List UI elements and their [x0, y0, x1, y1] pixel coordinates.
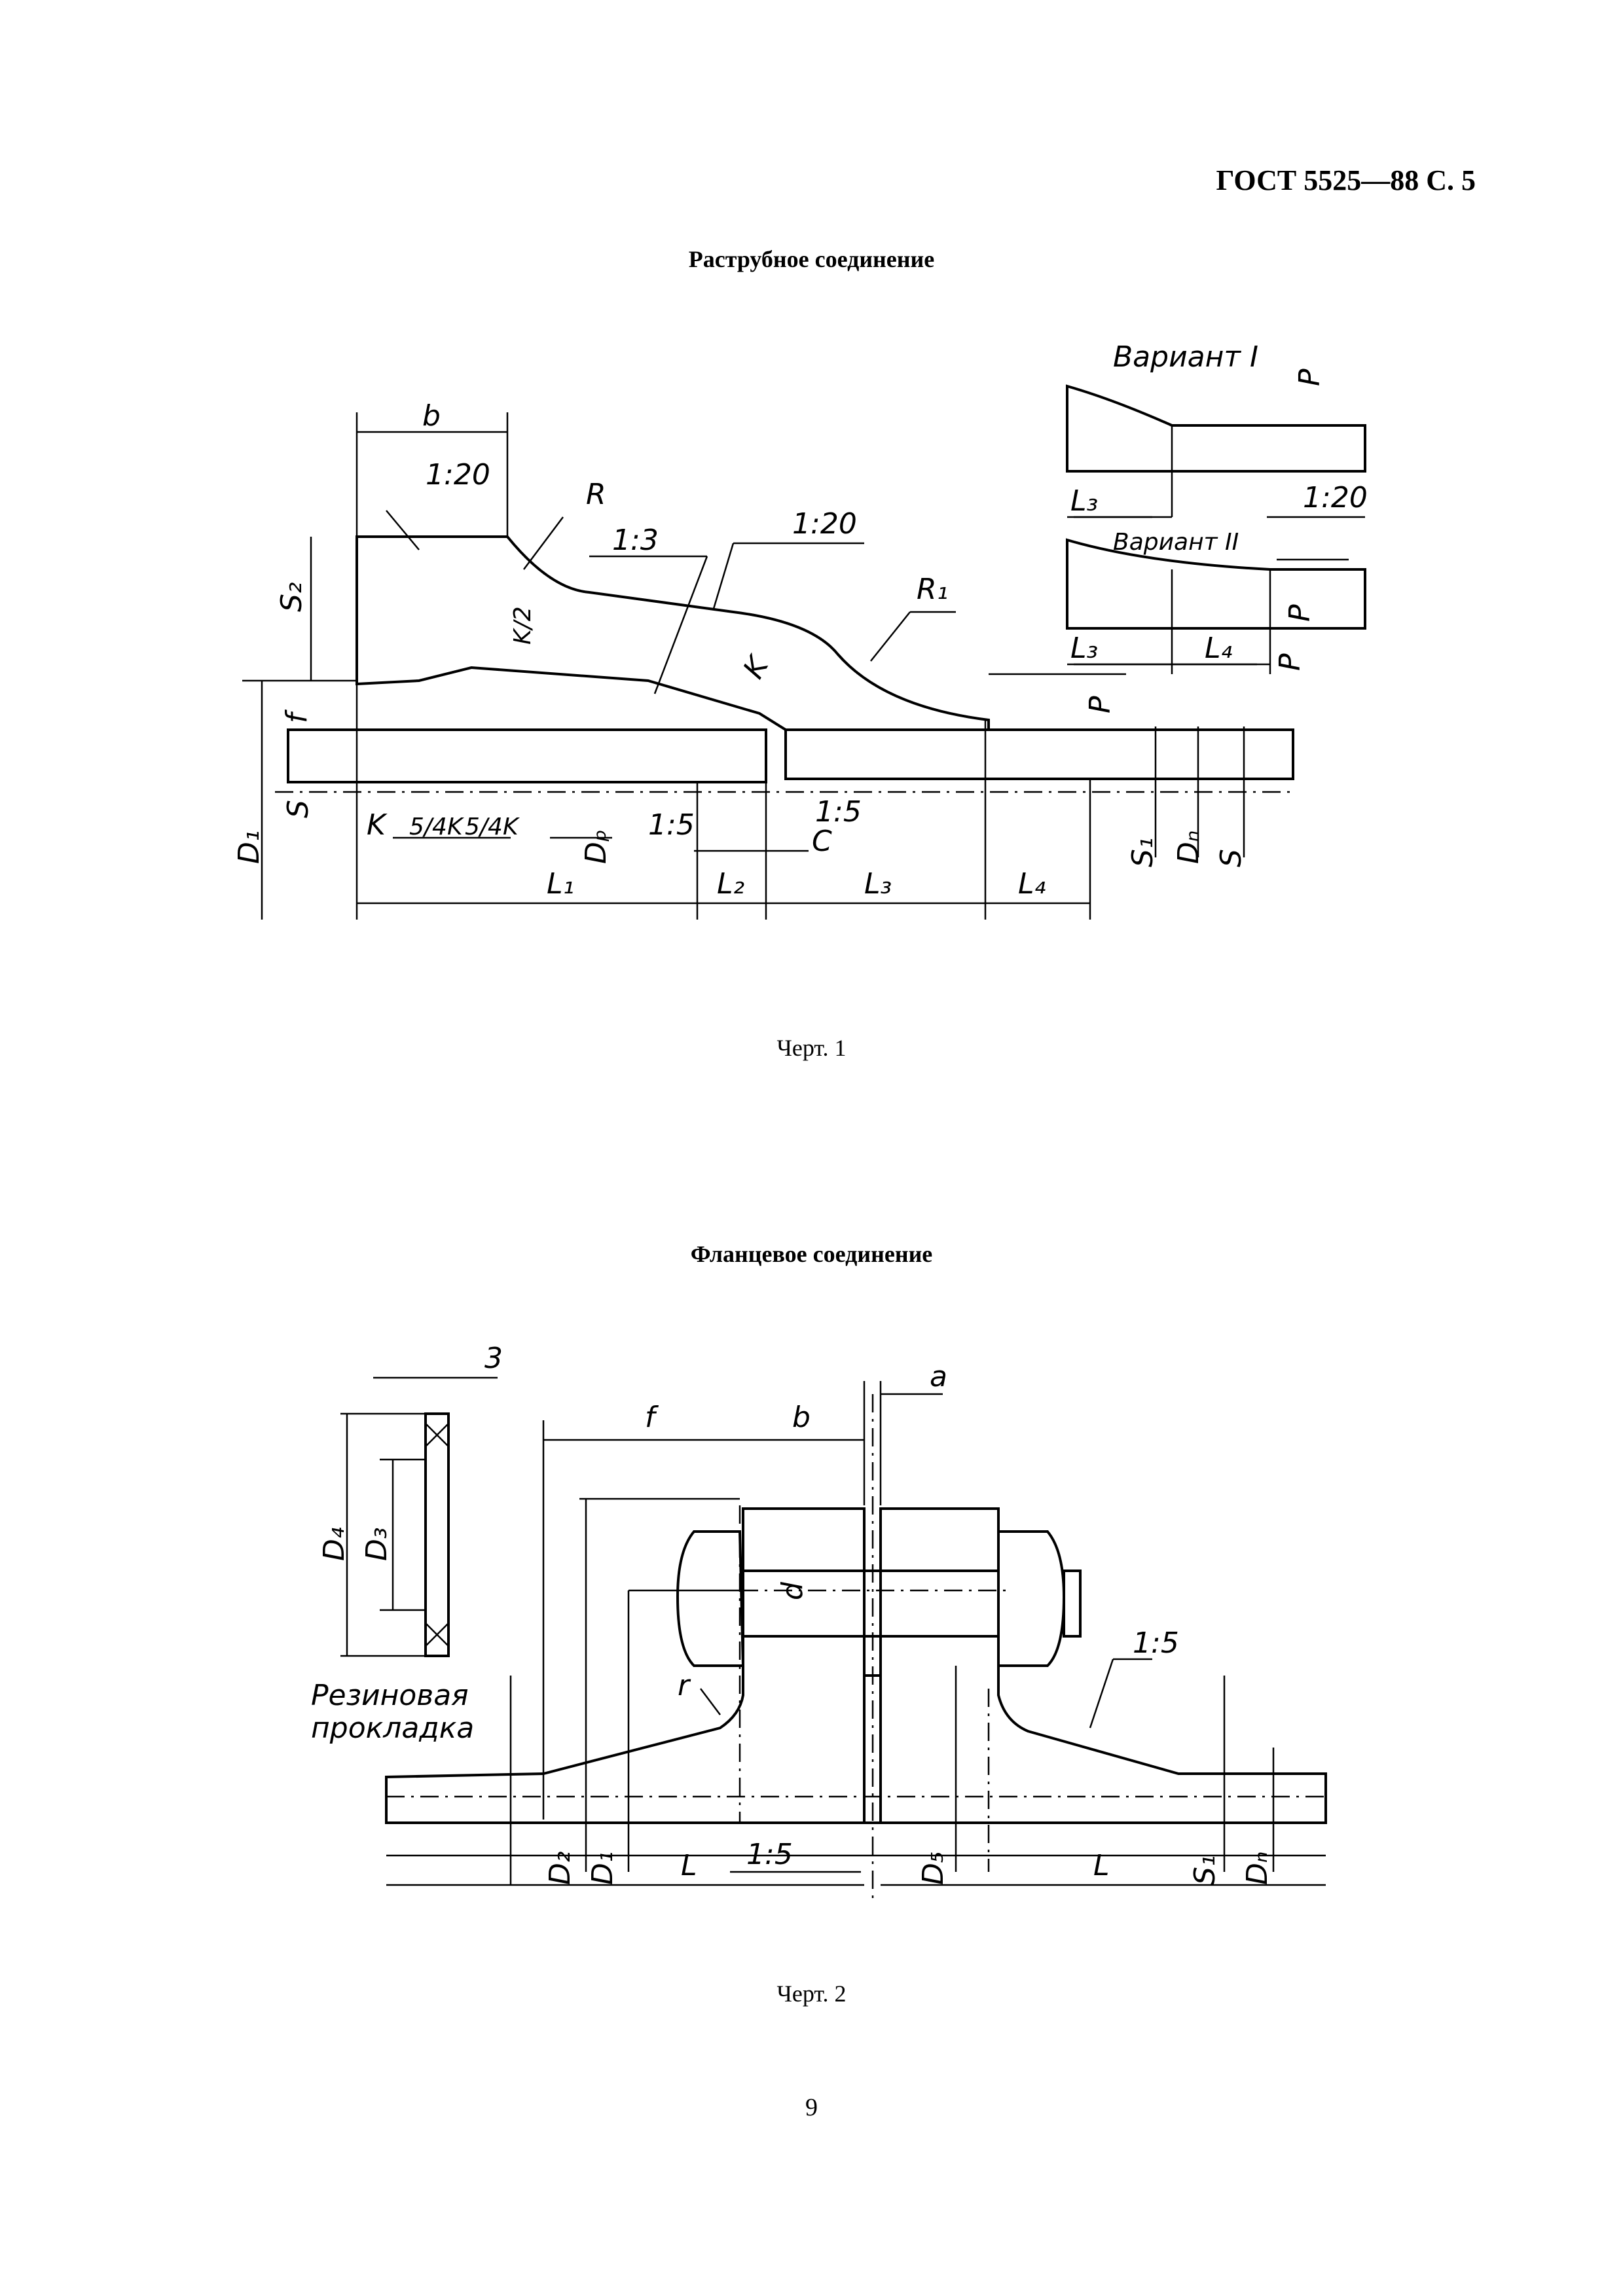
dim-D1-2: D₁: [586, 1851, 619, 1885]
dim-3: 3: [484, 1342, 503, 1375]
pipe-wall: [275, 728, 1296, 793]
socket-joint-drawing: Вариант I Вариант II b 1:20 1:20 1:20 1:…: [232, 340, 1368, 920]
dim-K-half: K/2: [509, 606, 536, 645]
dim-P-variant2: P: [1283, 604, 1317, 622]
dim-L3-variant2: L₃: [1070, 632, 1098, 665]
radius-R1: R₁: [917, 573, 948, 606]
dim-r: r: [678, 1669, 691, 1702]
slope-1-20-left: 1:20: [426, 458, 490, 492]
dim-P-variant2b: P: [1273, 653, 1307, 671]
dim-Dn-2: Dₙ: [1241, 1852, 1274, 1885]
slope-1-5-top-2: 1:5: [1133, 1626, 1179, 1660]
dim-5-4-K-2: 5/4K: [465, 814, 520, 840]
dim-C: C: [812, 825, 832, 858]
slope-1-5-bottom-2: 1:5: [746, 1838, 793, 1871]
dim-d: d: [776, 1581, 809, 1600]
radius-R: R: [586, 478, 606, 511]
drawing1-title: Раструбное соединение: [688, 246, 935, 272]
dim-L3: L₃: [864, 867, 892, 901]
center-lines: [386, 1394, 1326, 1898]
slope-1-3: 1:3: [612, 524, 659, 557]
dim-L1: L₁: [547, 867, 574, 901]
dim-D3: D₃: [360, 1527, 393, 1561]
dim-Dp: Dₚ: [579, 829, 613, 864]
dim-D2-2: D₂: [543, 1851, 577, 1885]
gasket-label-line1: Резиновая: [311, 1679, 469, 1712]
socket-body: [356, 535, 990, 731]
rubber-gasket: [340, 1376, 498, 1657]
drawing2-caption: Черт. 2: [776, 1981, 847, 2007]
dim-L-right: L: [1093, 1849, 1110, 1882]
dim-D5-2: D₅: [917, 1851, 950, 1885]
left-flange: [385, 1507, 866, 1824]
dim-S: S: [282, 800, 315, 818]
dim-P-variant1: P: [1293, 368, 1326, 386]
dim-L2: L₂: [717, 867, 744, 901]
dim-f: f: [280, 709, 314, 723]
slope-1-20-variant: 1:20: [1303, 481, 1368, 514]
dim-L3-variant1: L₃: [1070, 484, 1098, 518]
dim-D4: D₄: [318, 1527, 351, 1561]
slope-1-5-a: 1:5: [648, 808, 695, 842]
dim-b-2: b: [792, 1401, 811, 1434]
variant1-label: Вариант I: [1113, 340, 1258, 374]
dim-L4: L₄: [1018, 867, 1046, 901]
dim-S2: S₂: [275, 582, 308, 612]
slope-1-5-b: 1:5: [815, 795, 862, 829]
dim-D1: D₁: [232, 830, 266, 864]
variant2-label: Вариант II: [1113, 529, 1239, 556]
dim-Dn: Dₙ: [1172, 831, 1205, 864]
dim-b: b: [422, 399, 441, 433]
dim-S1: S₁: [1126, 837, 1159, 867]
dim-S1-2: S₁: [1188, 1855, 1222, 1885]
page-number: 9: [805, 2094, 818, 2121]
dim-P: P: [1084, 696, 1117, 713]
dim-S-right: S: [1214, 849, 1248, 867]
dim-f-2: f: [645, 1401, 659, 1434]
drawing1-labels: Вариант I Вариант II b 1:20 1:20 1:20 1:…: [232, 340, 1368, 901]
dim-L-left: L: [681, 1849, 697, 1882]
right-flange: [863, 1507, 1327, 1824]
standard-header: ГОСТ 5525—88 С. 5: [1216, 164, 1476, 196]
dimension-lines-2: [386, 1381, 1326, 1886]
dim-K: K: [737, 649, 776, 684]
dim-5-4-K-1: 5/4K: [409, 814, 464, 840]
drawing1-caption: Черт. 1: [776, 1035, 847, 1061]
bolt-assembly: [676, 1530, 1082, 1667]
dim-a: a: [930, 1360, 947, 1393]
dimension-lines: [242, 412, 1365, 920]
drawing2-labels: 3 a f b d r D₄ D₃ Резиновая прокладка 1:…: [311, 1342, 1274, 1885]
drawing2-title: Фланцевое соединение: [690, 1241, 933, 1267]
dim-L4-variant2: L₄: [1205, 632, 1233, 665]
dim-K-left: K: [367, 808, 388, 842]
slope-1-20-top: 1:20: [792, 507, 857, 541]
gasket-label-line2: прокладка: [311, 1712, 474, 1745]
flange-joint-drawing: 3 a f b d r D₄ D₃ Резиновая прокладка 1:…: [311, 1342, 1327, 1898]
